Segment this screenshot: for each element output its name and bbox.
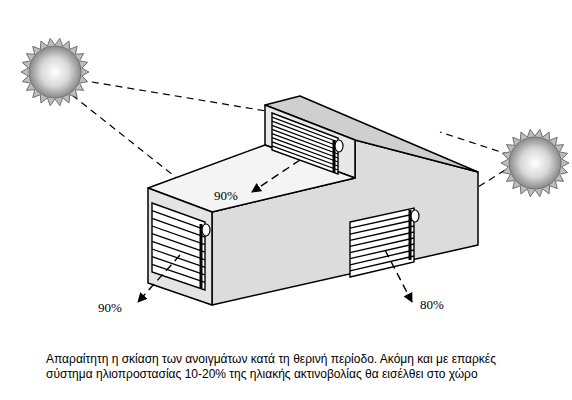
sun-disc xyxy=(509,137,561,189)
building xyxy=(148,96,478,305)
sun xyxy=(501,129,569,196)
sun-rays xyxy=(21,38,89,105)
caption: Απαραίτητη η σκίαση των ανοιγμάτων κατά … xyxy=(46,352,536,382)
percentage-label: 80% xyxy=(420,297,444,313)
percentage-label: 90% xyxy=(214,188,238,204)
window xyxy=(272,113,343,174)
sun xyxy=(21,38,89,105)
percentage-label: 90% xyxy=(98,300,122,316)
sun-rays xyxy=(501,129,569,196)
sun-disc xyxy=(29,46,81,98)
radiation-arrow xyxy=(138,160,412,302)
window xyxy=(350,208,419,277)
window-blind xyxy=(152,113,419,290)
